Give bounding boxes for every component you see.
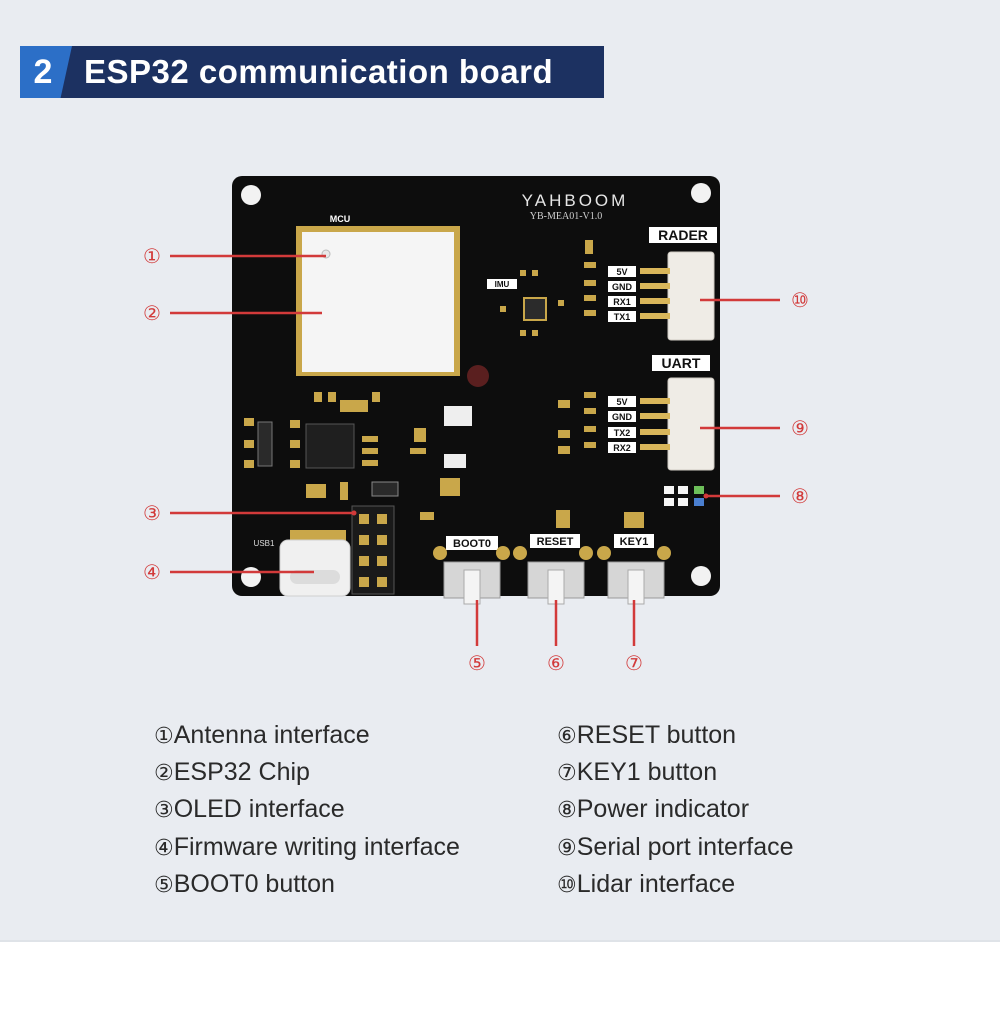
regulator-chip — [444, 406, 472, 426]
legend-text: ESP32 Chip — [173, 758, 310, 786]
uart-pin-labels: 5V GND TX2 RX2 — [608, 396, 636, 453]
uart-pins — [640, 398, 670, 450]
rader-pin-label: GND — [612, 282, 633, 292]
callout-5: ⑤ — [468, 651, 486, 675]
legend-item: ①Antenna interface — [154, 720, 370, 752]
uart-pin-label: GND — [612, 412, 633, 422]
legend-item: ③OLED interface — [154, 794, 345, 826]
power-indicator-leds — [664, 486, 704, 506]
rader-pin-label: 5V — [616, 267, 627, 277]
legend-text: Antenna interface — [173, 721, 370, 749]
uart-title: UART — [662, 355, 701, 371]
usb-uart-chip — [305, 423, 355, 469]
legend-item: ②ESP32 Chip — [154, 757, 310, 789]
legend-item: ④Firmware writing interface — [154, 832, 460, 864]
legend-text: BOOT0 button — [173, 870, 335, 898]
reset-label: RESET — [537, 536, 574, 548]
oled-header[interactable] — [351, 505, 395, 595]
rader-pin-label: TX1 — [614, 312, 631, 322]
legend-item: ⑩Lidar interface — [557, 869, 735, 901]
board-model: YB-MEA01-V1.0 — [530, 211, 603, 222]
uart-connector[interactable] — [667, 377, 715, 471]
rader-pin-label: RX1 — [613, 297, 631, 307]
legend-number: ⑧ — [557, 798, 577, 823]
callout-9: ⑨ — [791, 416, 809, 440]
diode-d3 — [371, 481, 399, 497]
boot0-label: BOOT0 — [453, 538, 491, 550]
led-dot — [467, 365, 489, 387]
mounting-hole — [241, 567, 261, 587]
legend-text: KEY1 button — [576, 758, 718, 786]
key1-button[interactable]: KEY1 — [597, 534, 671, 605]
usb-label: USB1 — [254, 539, 275, 548]
mounting-hole — [691, 566, 711, 586]
legend-item: ⑨Serial port interface — [557, 832, 794, 864]
mounting-hole — [691, 183, 711, 203]
divider — [0, 940, 1000, 942]
diode — [444, 454, 466, 468]
brand-logo: YAHBOOM — [522, 191, 629, 210]
mounting-hole — [241, 185, 261, 205]
key1-label: KEY1 — [620, 536, 649, 548]
legend-number: ⑦ — [557, 761, 577, 786]
legend-text: Lidar interface — [576, 870, 736, 898]
legend-number: ⑥ — [557, 724, 577, 749]
callout-3: ③ — [143, 501, 161, 525]
uart-pin-label: TX2 — [614, 428, 631, 438]
legend-item: ⑥RESET button — [557, 720, 736, 752]
legend-text: OLED interface — [173, 795, 345, 823]
legend-item: ⑦KEY1 button — [557, 757, 717, 789]
legend-number: ④ — [154, 836, 174, 861]
legend-number: ② — [154, 761, 174, 786]
legend-number: ⑨ — [557, 836, 577, 861]
reset-button[interactable]: RESET — [513, 534, 593, 605]
boot0-button[interactable]: BOOT0 — [433, 536, 510, 605]
callout-dots — [351, 493, 709, 516]
callout-1: ① — [143, 244, 161, 268]
smd-components — [244, 240, 644, 528]
mcu-label: MCU — [330, 214, 351, 224]
uart-pin-label: RX2 — [613, 443, 631, 453]
rader-pins — [640, 268, 670, 319]
callout-2: ② — [143, 301, 161, 325]
page-title: ESP32 communication board — [84, 53, 554, 90]
rader-pin-labels: 5V GND RX1 TX1 — [608, 266, 636, 322]
imu-label: IMU — [495, 280, 510, 289]
transistor-array — [257, 421, 273, 467]
callout-4: ④ — [143, 560, 161, 584]
callout-7: ⑦ — [625, 651, 643, 675]
callout-10: ⑩ — [791, 288, 809, 312]
section-banner — [20, 46, 604, 98]
usb-c-port[interactable] — [279, 539, 351, 597]
legend-text: Power indicator — [576, 795, 750, 823]
callout-6: ⑥ — [547, 651, 565, 675]
legend-number: ③ — [154, 798, 174, 823]
rader-title-bg — [649, 227, 717, 243]
callout-8: ⑧ — [791, 484, 809, 508]
legend-number: ① — [154, 724, 174, 749]
oled-header-pins — [359, 514, 387, 587]
legend-text: Firmware writing interface — [173, 833, 460, 861]
uart-pin-label: 5V — [616, 397, 627, 407]
rader-connector[interactable] — [667, 251, 715, 341]
imu-label-bg — [487, 279, 517, 289]
legend-number: ⑩ — [557, 873, 577, 898]
legend-text: Serial port interface — [576, 833, 794, 861]
board-diagram: YAHBOOM YB-MEA01-V1.0 MCU IMU RADER — [143, 176, 809, 675]
section-number: 2 — [33, 53, 53, 91]
legend-text: RESET button — [576, 721, 737, 749]
legend-number: ⑤ — [154, 873, 174, 898]
rader-title: RADER — [658, 227, 708, 243]
usb-c-opening — [290, 570, 340, 584]
uart-title-bg — [652, 355, 710, 371]
callout-lines — [170, 254, 780, 646]
legend-item: ⑤BOOT0 button — [154, 869, 335, 901]
imu-chip — [523, 297, 547, 321]
legend-item: ⑧Power indicator — [557, 794, 749, 826]
